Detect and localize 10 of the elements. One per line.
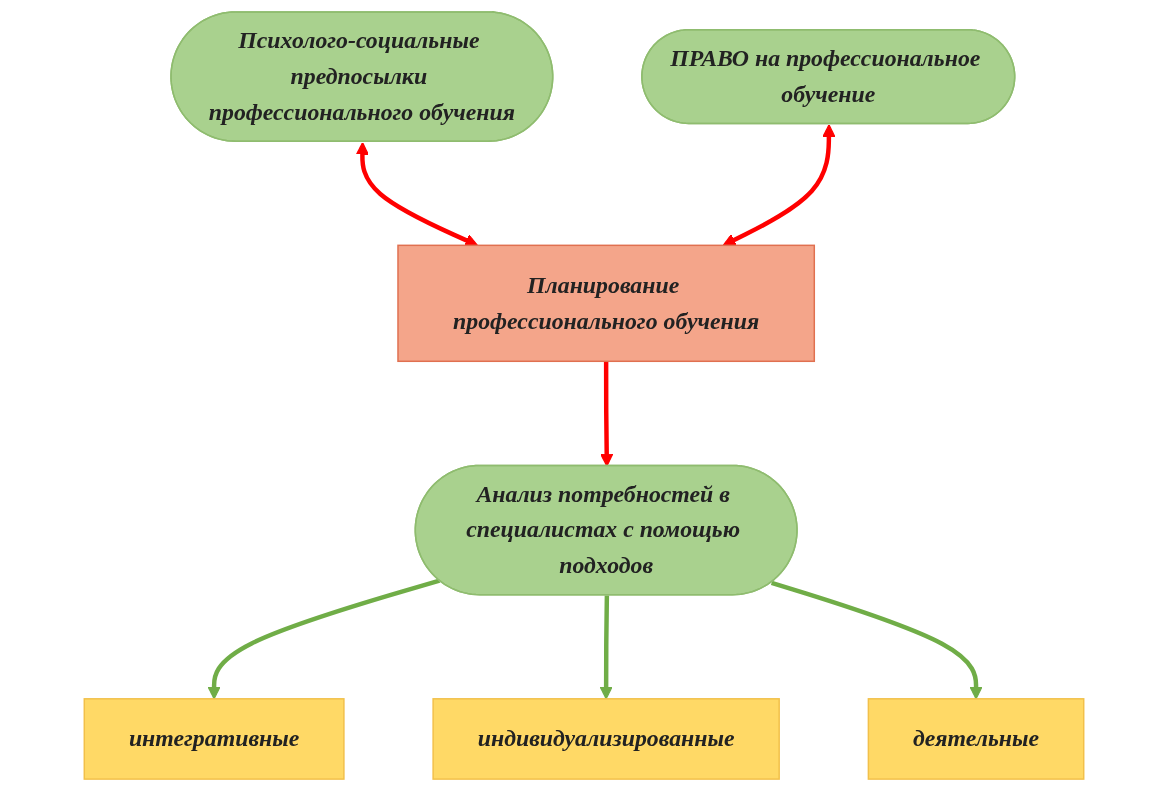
arrow [600, 361, 614, 467]
arrow [207, 578, 441, 700]
arrow [599, 595, 613, 700]
arrow [722, 124, 836, 246]
node-box: Планирование профессионального обучения [397, 244, 816, 363]
arrow [355, 142, 478, 247]
node-box: деятельные [867, 698, 1085, 780]
node-box: индивидуализированные [432, 698, 780, 780]
arrow [770, 580, 983, 700]
node-box: интегративные [83, 698, 345, 780]
